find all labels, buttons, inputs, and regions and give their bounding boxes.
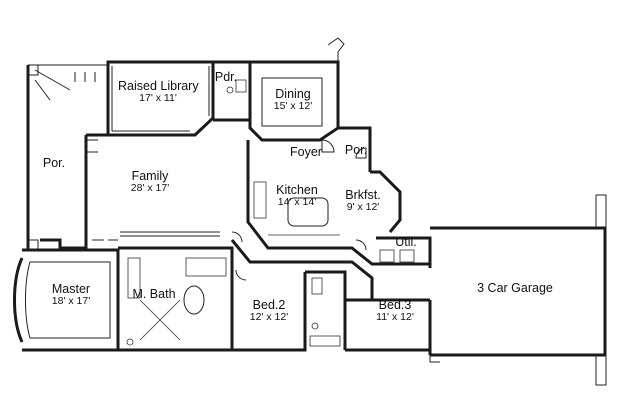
library-windows [111,66,210,132]
room-label-master: Master 18' x 17' [36,282,106,308]
room-label-dining: Dining 15' x 12' [258,87,328,113]
room-dims: 28' x 17' [130,182,170,195]
room-label-utility: Util. [386,235,426,249]
porch-corners [27,64,96,251]
room-label-family: Family 28' x 17' [110,169,190,195]
garage-doors [429,194,607,386]
room-name: Util. [395,235,417,249]
exterior-walls [13,60,607,357]
room-name: Kitchen [276,183,318,197]
doors [92,139,367,281]
room-name: Pdr. [214,70,238,84]
room-dims: 11' x 12' [376,311,414,324]
room-label-porch-left: Por. [36,156,72,170]
room-name: Foyer [290,145,322,159]
front-entry-steps [327,37,345,62]
room-dims: 17' x 11' [139,92,177,105]
room-name: 3 Car Garage [477,281,553,295]
room-label-bed-2: Bed.2 12' x 12' [236,298,302,324]
room-name: Brkfst. [345,188,381,202]
room-label-garage: 3 Car Garage [460,281,570,295]
room-label-powder: Pdr. [208,70,244,84]
family-openings [86,139,220,237]
room-dims: 15' x 12' [273,100,313,113]
master-inset [25,261,111,339]
room-name: Raised Library [118,79,199,93]
room-name: Family [131,169,169,183]
utility-fixtures [379,249,415,263]
room-dims: 18' x 17' [51,295,91,308]
room-label-kitchen: Kitchen 14' x 14' [262,183,332,209]
room-name: Bed.3 [378,298,412,312]
room-label-porch-front: Por. [338,143,374,157]
room-dims: 9' x 12' [346,201,380,214]
master-bath-fixtures [126,257,227,346]
dining-inset [261,77,323,127]
room-dims: 12' x 12' [249,311,289,324]
room-label-foyer: Foyer [284,145,328,159]
room-name: Dining [275,87,311,101]
hall-bath-fixtures [309,277,341,347]
room-name: M. Bath [132,287,176,301]
room-name: Por. [42,156,66,170]
room-name: Bed.2 [252,298,286,312]
pdr-fixtures [226,79,247,94]
room-label-raised-library: Raised Library 17' x 11' [118,79,199,105]
room-name: Master [51,282,91,296]
room-dims: 14' x 14' [277,196,317,209]
room-label-master-bath: M. Bath [124,287,184,301]
room-name: Por. [344,143,368,157]
room-label-breakfast: Brkfst. 9' x 12' [334,188,392,214]
room-label-bed-3: Bed.3 11' x 12' [362,298,428,324]
kitchen-island [253,181,340,236]
